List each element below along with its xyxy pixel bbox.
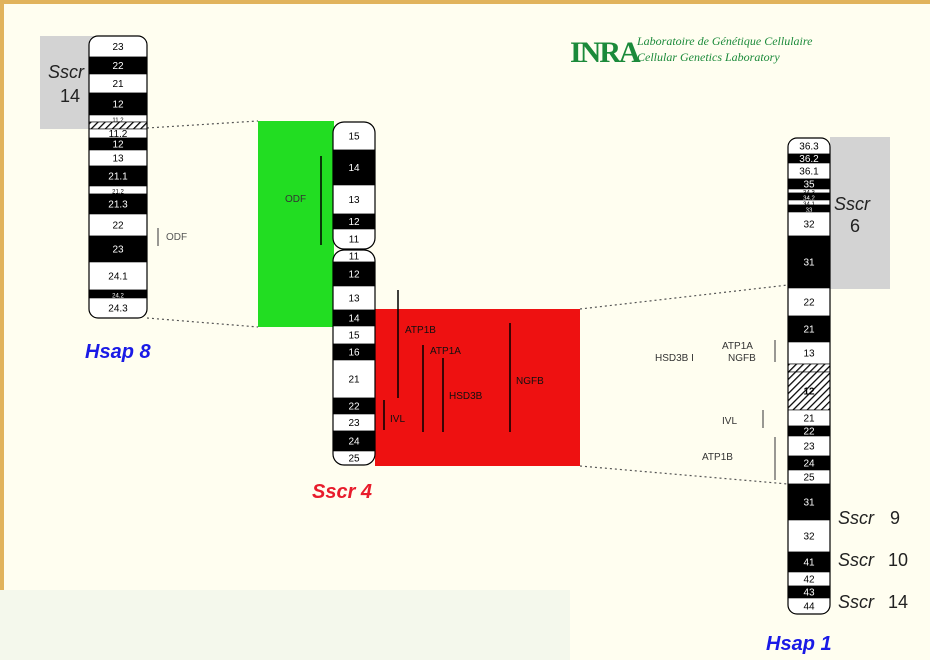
hsap1-arm: 36.336.236.13534.334.234.133323122211312…: [788, 138, 830, 614]
band-label: 12: [348, 270, 360, 281]
hsap8-arm: 2322211211.211.2121321.121.221.3222324.1…: [89, 36, 147, 318]
sscr10-label-number: 10: [888, 550, 908, 570]
band-label: 12: [112, 100, 124, 111]
hsap1-label: Hsap 1: [766, 633, 832, 655]
band-label: 22: [803, 298, 815, 309]
band-label: 24.1: [108, 272, 128, 283]
band-label: 12: [112, 140, 124, 151]
chromosome-hsap8: 2322211211.211.2121321.121.221.3222324.1…: [89, 36, 147, 318]
sscr10-label-name: Sscr: [838, 550, 875, 570]
gene-atp1b-red: ATP1B: [405, 325, 436, 336]
band-label: 31: [803, 498, 815, 509]
sscr14-label-number: 14: [60, 86, 80, 106]
band-label: 22: [348, 402, 360, 413]
sscr4-arm: 11 12 13 14 15 16 21 22 23 24 25: [333, 250, 375, 465]
gene-atp1a-hsap1: ATP1A: [722, 341, 753, 352]
band-label: 12: [348, 217, 360, 228]
sscr6-label-number: 6: [850, 216, 860, 236]
sscr4-arm: 15 14 13 12 11: [333, 122, 375, 249]
band-label: 21.3: [108, 200, 128, 211]
sscr9-label-number: 9: [890, 508, 900, 528]
band-label: 31: [803, 258, 815, 269]
band-label: 36.3: [799, 142, 819, 153]
chromosome-band: [89, 122, 147, 129]
gene-ngfb-red: NGFB: [516, 376, 544, 387]
band-label: 15: [348, 132, 360, 143]
sscr14-label-name: Sscr: [48, 62, 85, 82]
chromosome-sscr4: 15 14 13 12 11 11 12 13 14 15 16 21 22 23 24 25: [333, 122, 375, 465]
band-label: 23: [803, 442, 815, 453]
band-label: 14: [348, 163, 360, 174]
band-label: 23: [112, 42, 124, 53]
inra-logo: INRA Laboratoire de Génétique Cellulaire…: [570, 34, 813, 69]
sscr14-hsap1-label-name: Sscr: [838, 592, 875, 612]
lab-name-fr: Laboratoire de Génétique Cellulaire: [636, 34, 813, 48]
chromosome-band: [788, 364, 830, 372]
band-label: 21: [112, 79, 124, 90]
band-label: 11: [349, 252, 360, 263]
band-label: 23: [112, 245, 124, 256]
sscr4-label: Sscr 4: [312, 481, 372, 503]
band-label: 23: [348, 418, 360, 429]
band-label: 15: [348, 331, 360, 342]
band-label: 22: [112, 221, 124, 232]
band-label: 21: [803, 414, 815, 425]
band-label: 43: [803, 588, 815, 599]
gene-ivl-hsap1: IVL: [722, 416, 737, 427]
band-label: 21: [348, 375, 360, 386]
band-label: 32: [803, 220, 815, 231]
band-label: 41: [803, 558, 815, 569]
band-label: 13: [348, 195, 360, 206]
gene-ngfb-hsap1: NGFB: [728, 353, 756, 364]
gene-odf-green: ODF: [285, 194, 306, 205]
gene-hsd3b-red: HSD3B: [449, 391, 483, 402]
connector-hsap1-bottom: [580, 466, 788, 484]
band-label: 42: [803, 575, 815, 586]
band-label: 12: [803, 387, 815, 398]
connector-hsap1-top: [580, 285, 788, 309]
band-label: 24: [803, 459, 815, 470]
sscr6-label-name: Sscr: [834, 194, 871, 214]
hsap8-label: Hsap 8: [85, 341, 151, 363]
band-label: 32: [803, 532, 815, 543]
band-label: 21.1: [108, 172, 128, 183]
green-syntenic-region: [258, 121, 334, 327]
band-label: 13: [803, 349, 815, 360]
band-label: 25: [803, 473, 815, 484]
gene-odf-hsap8: ODF: [166, 232, 187, 243]
gene-ivl-red: IVL: [390, 414, 405, 425]
band-label: 13: [348, 294, 360, 305]
band-label: 25: [348, 454, 360, 465]
inra-logo-text: INRA: [570, 36, 641, 69]
sscr14-hsap1-label-number: 14: [888, 592, 908, 612]
band-label: 22: [112, 61, 124, 72]
gene-hsd3b-hsap1: HSD3B I: [655, 353, 694, 364]
band-label: 13: [112, 154, 124, 165]
band-label: 16: [348, 348, 360, 359]
connector-hsap8-top: [147, 121, 258, 128]
gene-atp1b-hsap1: ATP1B: [702, 452, 733, 463]
chromosome-hsap1: 36.336.236.13534.334.234.133323122211312…: [788, 138, 830, 614]
connector-hsap8-bottom: [147, 318, 258, 327]
band-label: 24: [348, 437, 360, 448]
band-label: 11: [349, 235, 360, 246]
band-label: 21: [803, 325, 815, 336]
sscr9-label-name: Sscr: [838, 508, 875, 528]
gene-atp1a-red: ATP1A: [430, 346, 461, 357]
band-label: 44: [803, 602, 815, 613]
band-label: 24.3: [108, 304, 128, 315]
lab-name-en: Cellular Genetics Laboratory: [637, 50, 780, 64]
band-label: 14: [348, 314, 360, 325]
band-label: 36.1: [799, 167, 819, 178]
